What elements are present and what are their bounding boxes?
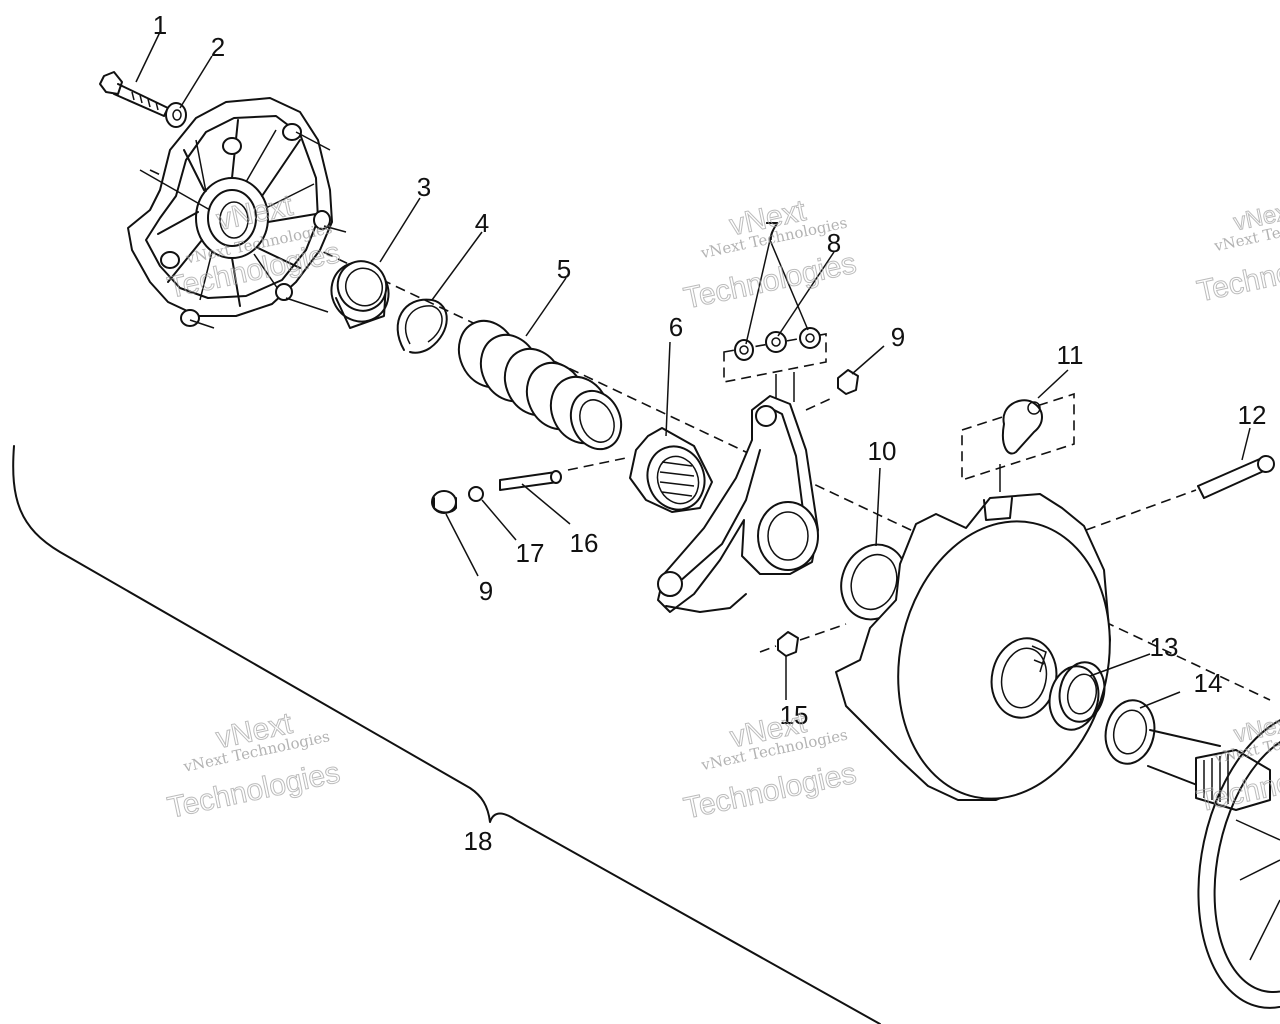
- callout-1: 1: [153, 10, 167, 40]
- group-18-brace: [12, 445, 881, 1024]
- watermark-top-center: vNext vNext Technologies Technologies: [680, 194, 859, 316]
- part-1-bolt: [99, 71, 169, 117]
- part-6-cam-sleeve: [629, 427, 713, 513]
- part-moveable-sheave: [835, 493, 1111, 801]
- callout-16: 16: [570, 528, 599, 558]
- callout-6: 6: [669, 312, 683, 342]
- part-2-washer: [165, 102, 187, 128]
- watermark-bottom-center: vNext vNext Technologies Technologies: [680, 705, 859, 826]
- callout-10: 10: [868, 436, 897, 466]
- watermark-bottom-left: vNext vNext Technologies Technologies: [164, 706, 343, 825]
- part-16-pin: [499, 470, 562, 491]
- callout-9-lower: 9: [479, 576, 493, 606]
- parts-7-8-washers: [723, 327, 827, 404]
- callout-15: 15: [780, 700, 809, 730]
- part-cover-housing: [127, 97, 347, 329]
- callout-2: 2: [211, 32, 225, 62]
- part-9-nut-upper: [805, 369, 859, 411]
- part-11-clip: [961, 392, 1075, 492]
- part-13-bushing: [1048, 661, 1106, 731]
- callout-12: 12: [1238, 400, 1267, 430]
- callout-4: 4: [475, 208, 489, 238]
- callout-3: 3: [417, 172, 431, 202]
- part-5-spring: [457, 319, 623, 451]
- part-12-pin: [1085, 455, 1275, 531]
- callout-13: 13: [1150, 632, 1179, 662]
- callout-11: 11: [1057, 340, 1084, 370]
- leader-lines: [135, 31, 1251, 709]
- part-9-roller-lower: [431, 490, 457, 514]
- part-17-washer: [468, 486, 484, 502]
- part-fixed-sheave: [1147, 711, 1280, 1009]
- part-spider-arm: [657, 395, 819, 613]
- callout-5: 5: [557, 254, 571, 284]
- part-3-bushing: [330, 260, 390, 329]
- part-4-snap-ring: [396, 298, 448, 354]
- callout-labels: 1 2 3 4 5 6 7 8 9 9 10 11 12 13 14 15 16…: [153, 10, 1267, 856]
- callout-17: 17: [516, 538, 545, 568]
- callout-7: 7: [765, 216, 779, 246]
- callout-14: 14: [1194, 668, 1223, 698]
- part-14-ring: [1104, 699, 1156, 765]
- callout-8: 8: [827, 228, 841, 258]
- callout-18: 18: [464, 826, 493, 856]
- pin-axis-line: [567, 457, 627, 471]
- callout-9-upper: 9: [891, 322, 905, 352]
- watermark-top-right: vNext vNext Technologies Technologies: [1194, 197, 1280, 309]
- part-15-nut: [759, 623, 847, 657]
